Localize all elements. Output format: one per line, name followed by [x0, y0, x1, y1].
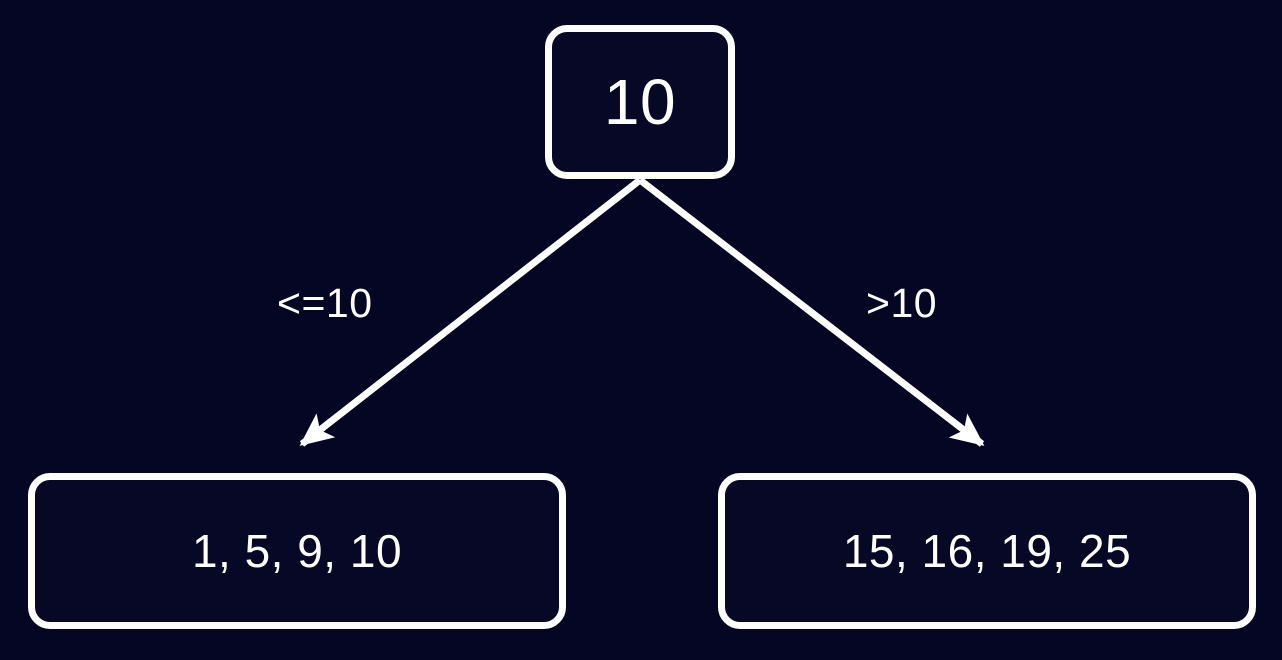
node-right-leaf[interactable]: 15, 16, 19, 25: [718, 473, 1256, 629]
edge-label-right: >10: [866, 280, 938, 326]
node-left-leaf[interactable]: 1, 5, 9, 10: [28, 473, 566, 629]
edge-left-line: [299, 177, 643, 447]
node-root[interactable]: 10: [545, 25, 735, 179]
node-left-leaf-label: 1, 5, 9, 10: [191, 525, 403, 577]
node-root-label: 10: [603, 66, 677, 138]
edge-right-line: [637, 177, 985, 447]
edge-label-left: <=10: [277, 280, 373, 326]
node-right-leaf-label: 15, 16, 19, 25: [842, 525, 1132, 577]
